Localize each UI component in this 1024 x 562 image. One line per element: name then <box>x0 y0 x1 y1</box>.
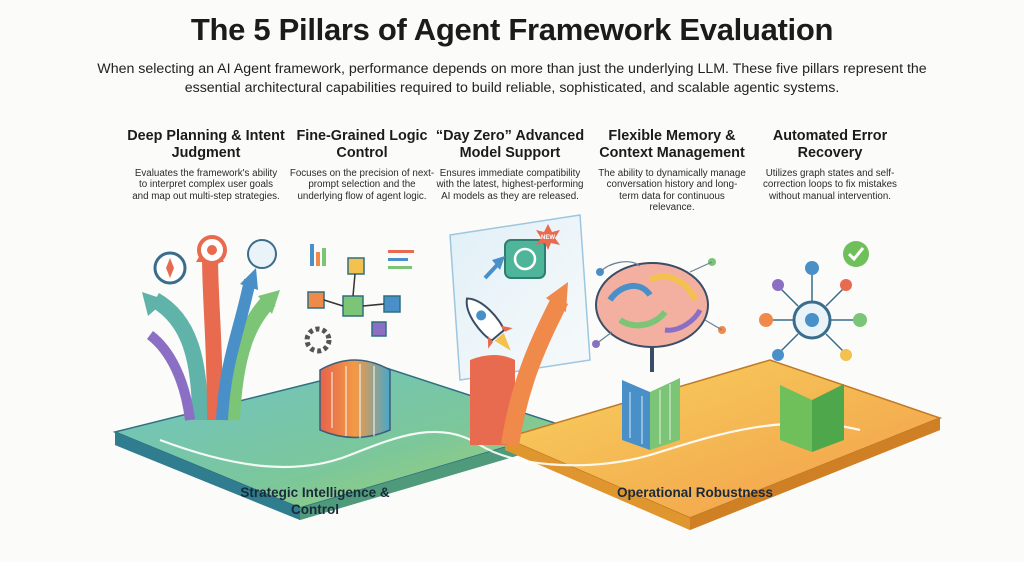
pillar-title: Fine-Grained Logic Control <box>296 128 428 161</box>
pillar-error-recovery: Automated Error Recovery Utilizes graph … <box>745 128 915 202</box>
pillar-3-art: NEW <box>449 214 591 447</box>
pillar-title: Deep Planning & Intent Judgment <box>127 128 285 161</box>
base-label-operational: Operational Robustness <box>616 485 774 500</box>
pillar-4-art <box>592 258 726 450</box>
pillar-description: Focuses on the precision of next-prompt … <box>289 168 435 202</box>
pillar-day-zero-support: “Day Zero” Advanced Model Support Ensure… <box>425 128 595 202</box>
pillar-logic-control: Fine-Grained Logic Control Focuses on th… <box>277 128 447 202</box>
pillar-1-art <box>142 235 280 421</box>
base-label-strategic: Strategic Intelligence & Control <box>240 485 390 517</box>
pillar-title: Flexible Memory & Context Management <box>599 128 745 161</box>
base-platform-right <box>502 359 943 530</box>
new-badge: NEW <box>541 235 555 241</box>
pillar-description: Utilizes graph states and self-correctio… <box>763 168 897 202</box>
pillar-2-art <box>304 244 414 439</box>
pillar-title: “Day Zero” Advanced Model Support <box>435 128 585 161</box>
pillar-title: Automated Error Recovery <box>772 128 888 161</box>
pillar-deep-planning: Deep Planning & Intent Judgment Evaluate… <box>121 128 291 202</box>
pillar-description: Evaluates the framework's ability to int… <box>132 168 280 202</box>
pillar-description: The ability to dynamically manage conver… <box>598 168 746 214</box>
pillar-description: Ensures immediate compatibility with the… <box>436 168 584 202</box>
pillar-5-art <box>759 241 869 452</box>
page-title: The 5 Pillars of Agent Framework Evaluat… <box>190 12 834 47</box>
pillar-memory-context: Flexible Memory & Context Management The… <box>587 128 757 214</box>
page-subtitle: When selecting an AI Agent framework, pe… <box>97 61 927 96</box>
